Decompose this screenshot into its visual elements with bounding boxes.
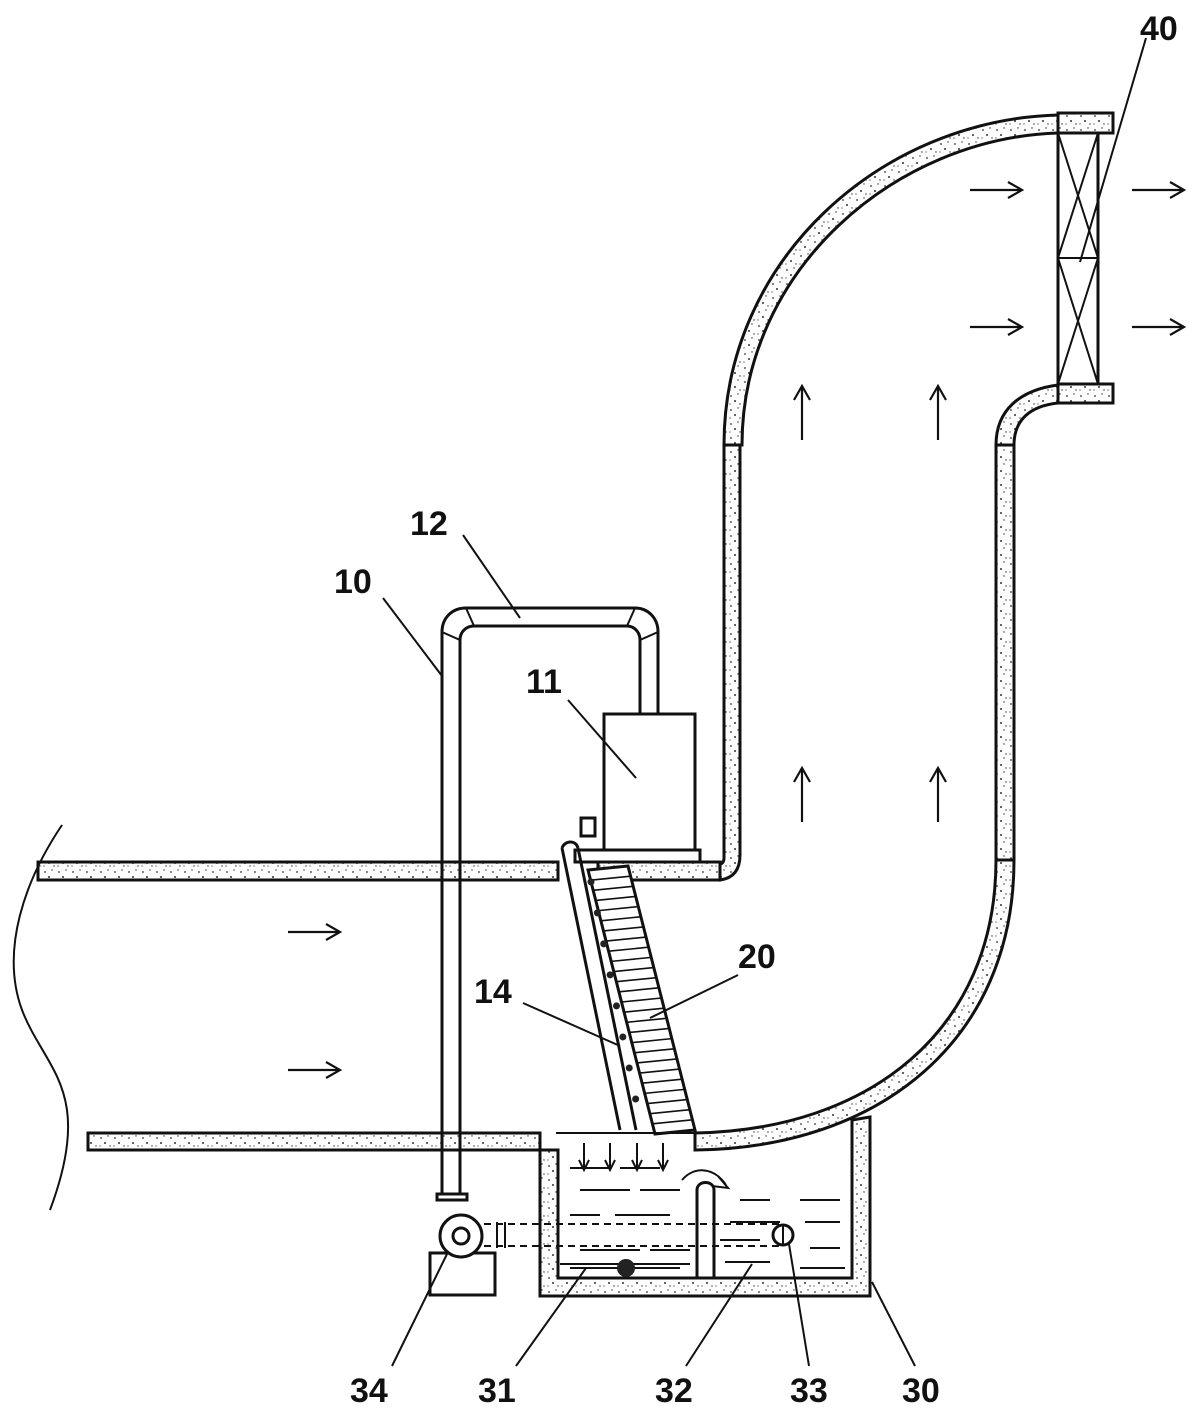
- screen-slat: [631, 1037, 672, 1044]
- spray-nozzle: [587, 878, 595, 886]
- arrow-up-icon: [793, 765, 811, 822]
- label-30: 30: [902, 1372, 940, 1410]
- screen-slat: [600, 915, 641, 922]
- screen-slat: [621, 997, 662, 1003]
- tank-30-wall: [538, 1115, 872, 1298]
- arrow-right-icon: [970, 318, 1025, 336]
- exhaust-riser: [693, 111, 1115, 1152]
- label-32: 32: [655, 1372, 693, 1410]
- screen-slat: [636, 1058, 678, 1064]
- unit-11-base: [573, 848, 702, 864]
- label-33: 33: [790, 1372, 828, 1410]
- riser-right-wall: [994, 443, 1016, 862]
- label-20: 20: [738, 938, 776, 976]
- screen-slat: [639, 1068, 680, 1074]
- agitator-31: [617, 1259, 635, 1277]
- label-31: 31: [478, 1372, 516, 1410]
- pipe-12-inner: [458, 624, 642, 1198]
- labels: 10 11 12 14 20 30 31 32 33 34 40: [334, 10, 1178, 1410]
- weir-32: [695, 1181, 716, 1278]
- screen-slat: [642, 1078, 683, 1085]
- spray-nozzles: [587, 878, 640, 1103]
- screen-slat: [623, 1007, 665, 1013]
- top-flange: [1056, 111, 1115, 135]
- break-line: [12, 824, 70, 1211]
- spray-nozzle: [606, 971, 614, 979]
- label-14: 14: [474, 973, 512, 1011]
- screen-slat: [626, 1017, 667, 1024]
- arrow-right-icon: [1132, 181, 1187, 199]
- inlet-duct-bottom-wall: [86, 1131, 542, 1152]
- pump-base: [428, 1251, 497, 1297]
- screen-slat: [611, 956, 652, 963]
- drip-arrows: [578, 1143, 669, 1173]
- arrow-right-icon: [288, 923, 343, 941]
- bottom-flange: [1056, 382, 1115, 405]
- riser-outer-curve: [722, 113, 1060, 447]
- screen-slat: [603, 926, 644, 932]
- inclined-screen: [560, 840, 697, 1136]
- arrow-right-icon: [288, 1061, 343, 1079]
- spray-nozzle: [619, 1033, 627, 1041]
- screen-slat: [595, 895, 636, 902]
- nozzle-head: [579, 816, 597, 838]
- screen-slat: [618, 987, 660, 993]
- outlet-damper: [1056, 131, 1100, 386]
- spray-nozzle: [632, 1095, 640, 1103]
- screen-slat: [608, 946, 649, 953]
- pipe-12: [440, 606, 660, 1198]
- screen-slat: [644, 1088, 685, 1095]
- screen-slat: [634, 1047, 675, 1054]
- unit-11-box: [602, 712, 697, 854]
- leader-lines: [382, 37, 1147, 1367]
- screen-slat: [629, 1027, 670, 1034]
- screen-slat: [590, 875, 631, 881]
- screen-slat: [605, 936, 647, 942]
- label-40: 40: [1140, 10, 1178, 48]
- flow-arrows: [288, 181, 1187, 1079]
- arrow-right-icon: [1132, 318, 1187, 336]
- pump: [428, 1192, 497, 1297]
- label-34: 34: [350, 1372, 388, 1410]
- arrow-up-icon: [929, 383, 947, 440]
- riser-left-wall: [718, 443, 742, 882]
- label-11: 11: [526, 663, 562, 701]
- label-12: 12: [410, 505, 448, 543]
- inlet-duct-top-wall: [36, 860, 560, 882]
- screen-slats: [590, 875, 693, 1125]
- spray-pipe-14: [560, 847, 638, 1131]
- water-tank: [460, 1115, 872, 1298]
- spray-unit: [440, 606, 702, 1198]
- arrow-up-icon: [929, 765, 947, 822]
- screen-slat: [649, 1108, 690, 1115]
- spray-nozzle: [593, 909, 601, 917]
- spray-nozzle: [600, 940, 608, 948]
- screen-slat: [598, 905, 639, 912]
- screen-slat: [616, 976, 657, 983]
- riser-inner-elbow: [994, 383, 1060, 447]
- screen-slat: [647, 1098, 688, 1105]
- arrow-up-icon: [793, 383, 811, 440]
- screen-slat: [593, 885, 634, 892]
- bottom-bend-wall: [693, 858, 1016, 1152]
- arrow-right-icon: [970, 181, 1025, 199]
- screen-slat: [613, 966, 654, 973]
- screen-slat: [652, 1119, 693, 1125]
- spray-nozzle: [625, 1064, 633, 1072]
- spray-nozzle: [612, 1002, 620, 1010]
- label-10: 10: [334, 563, 372, 601]
